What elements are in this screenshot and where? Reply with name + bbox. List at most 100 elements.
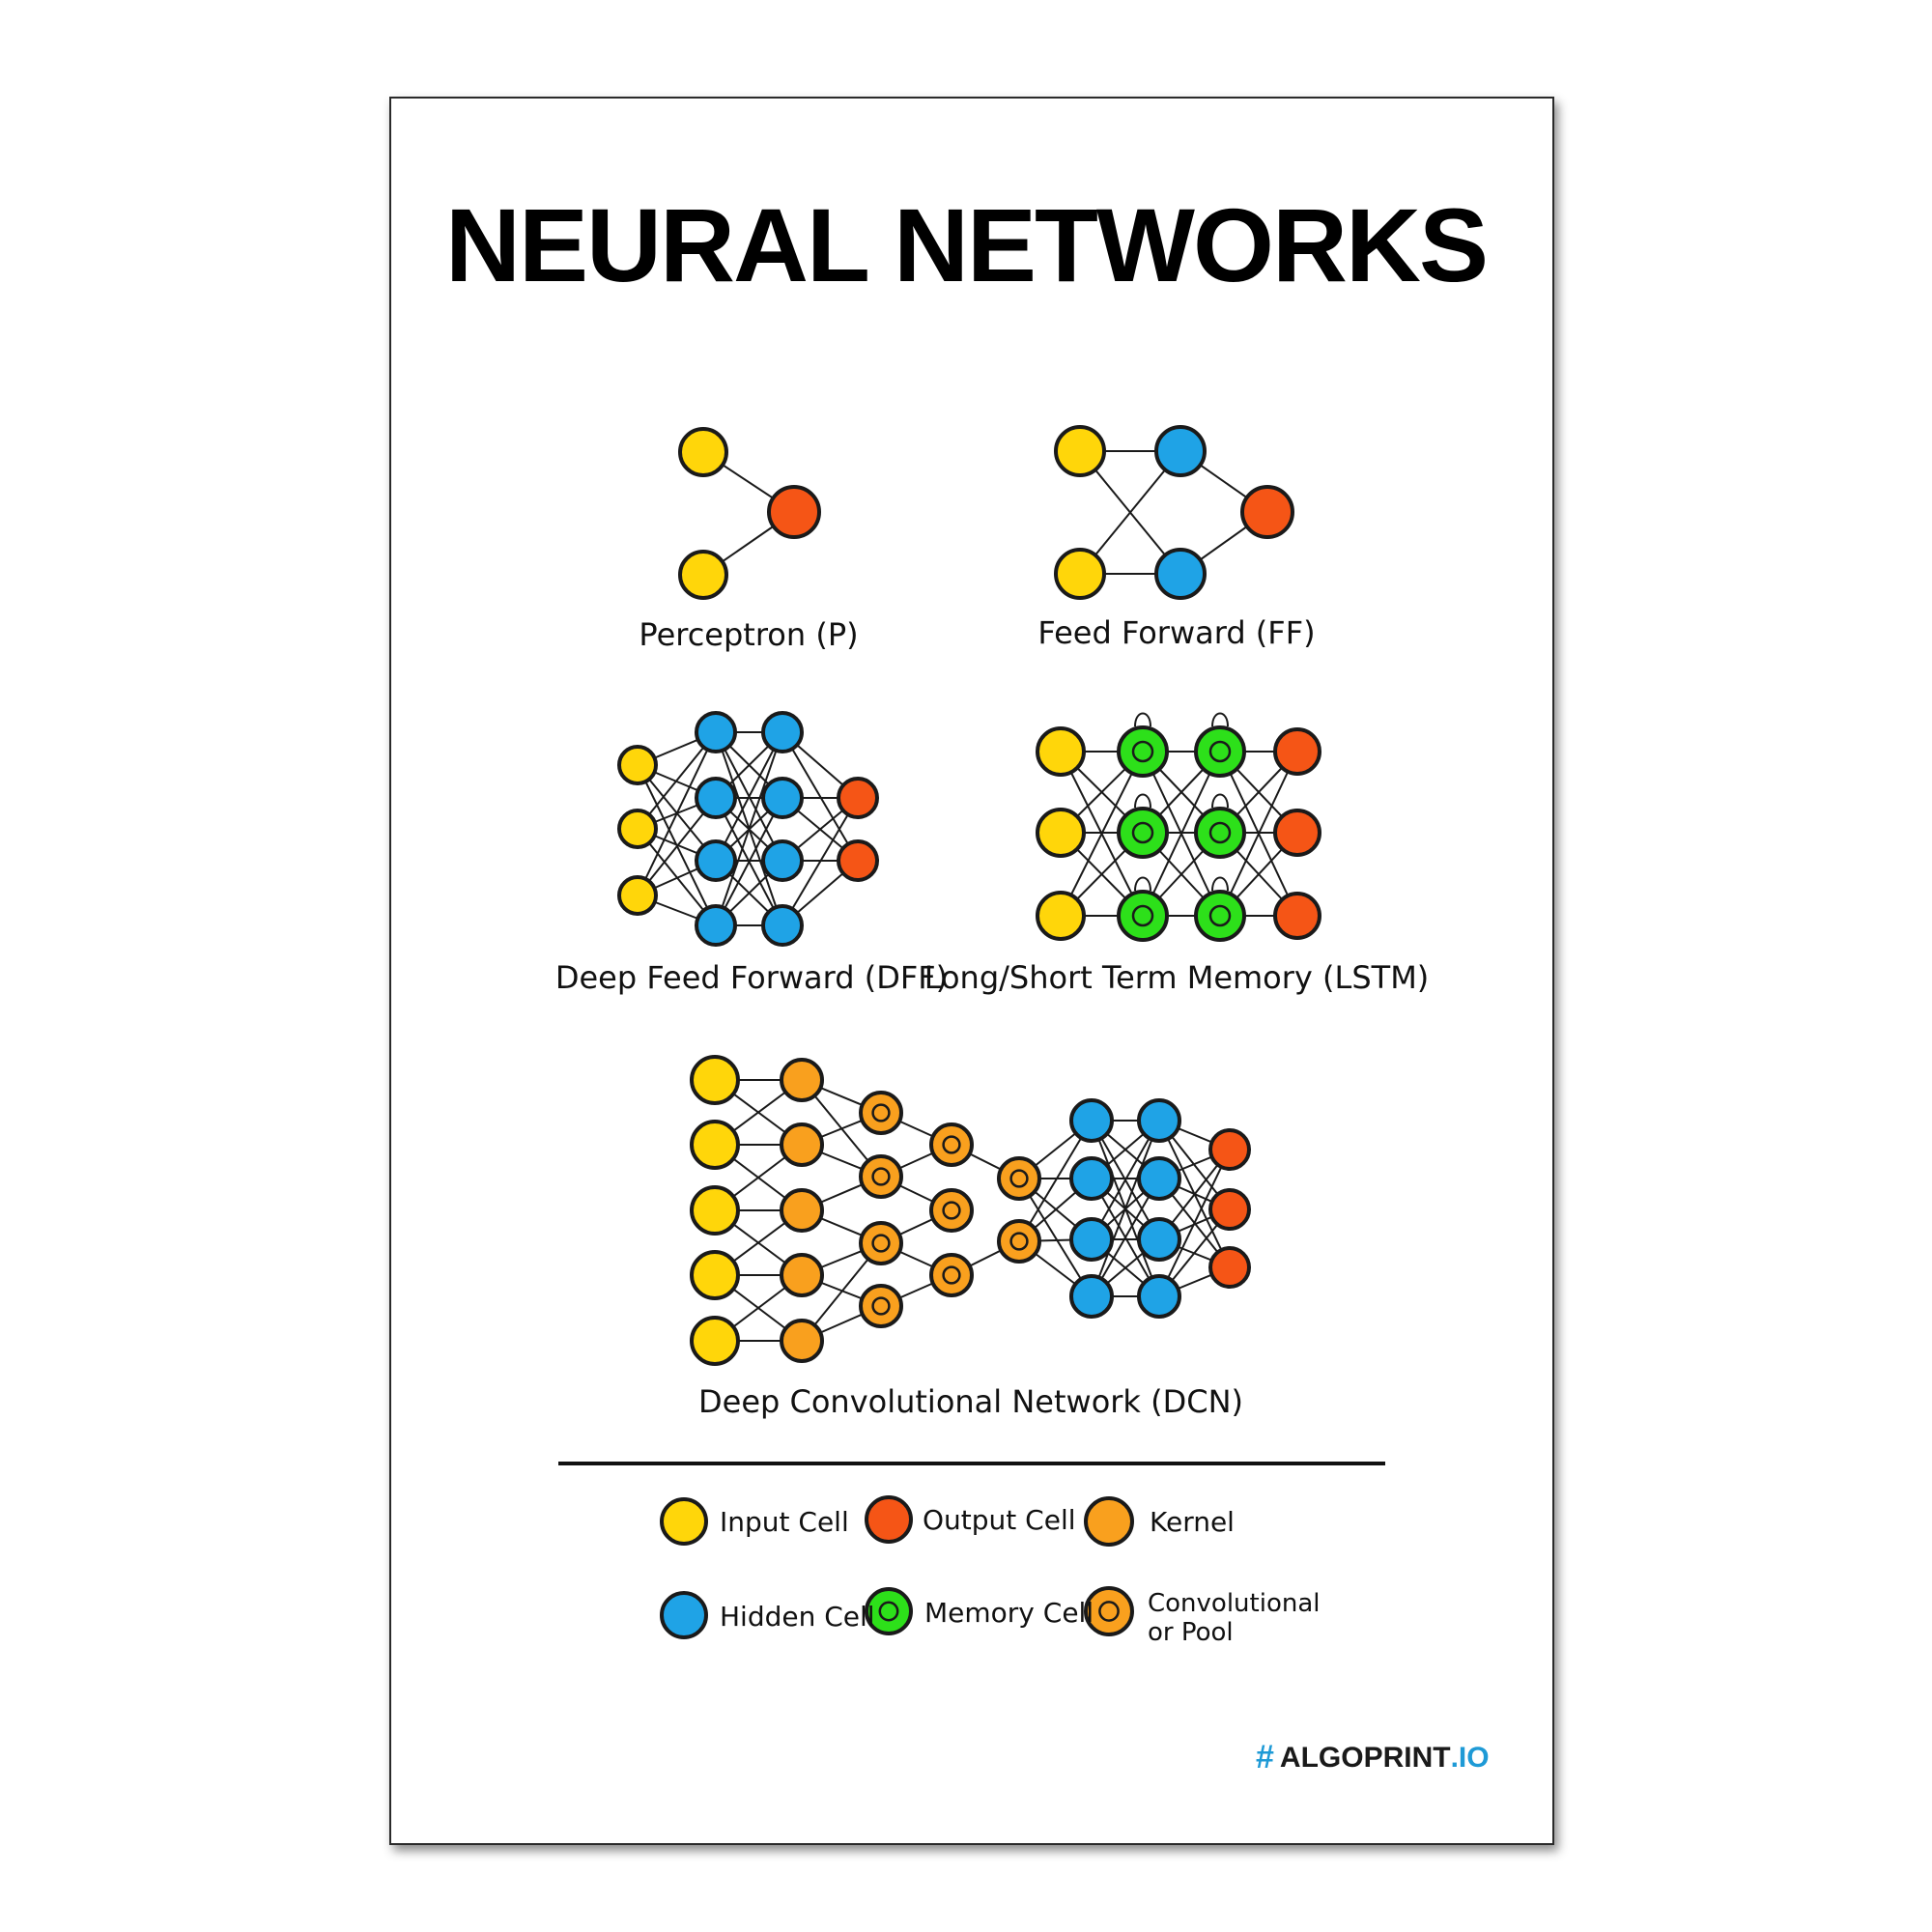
perceptron-input-node bbox=[678, 550, 728, 600]
dcn-pool-node bbox=[997, 1219, 1041, 1264]
connection-line bbox=[1079, 450, 1181, 575]
legend-input-label: Input Cell bbox=[720, 1506, 849, 1538]
dcn-hidden-node bbox=[1137, 1156, 1181, 1201]
dcn-conv-node bbox=[929, 1253, 974, 1297]
memory-self-loop bbox=[1134, 793, 1151, 809]
memory-self-loop bbox=[1211, 793, 1229, 809]
perceptron-output-node bbox=[767, 485, 821, 539]
perceptron-input-node bbox=[678, 427, 728, 477]
poster-sheet bbox=[389, 97, 1554, 1845]
legend-hidden-label: Hidden Cell bbox=[720, 1601, 875, 1633]
connection-line bbox=[1091, 1120, 1160, 1297]
connection-line bbox=[781, 797, 859, 926]
dcn-kernel-node bbox=[780, 1253, 824, 1297]
connection-line bbox=[1091, 1120, 1160, 1240]
dff-label: Deep Feed Forward (DFF) bbox=[555, 959, 948, 996]
dcn-hidden-node bbox=[1069, 1274, 1114, 1319]
legend-memory-label: Memory Cell bbox=[924, 1597, 1094, 1629]
dff-output-node bbox=[837, 839, 879, 882]
dcn-conv-node bbox=[859, 1154, 903, 1199]
connection-line bbox=[715, 731, 783, 926]
dff-hidden-node bbox=[695, 839, 737, 882]
perceptron-label: Perceptron (P) bbox=[639, 616, 858, 653]
connection-line bbox=[1060, 751, 1144, 917]
lstm-output-node bbox=[1273, 892, 1321, 940]
lstm-input-node bbox=[1036, 726, 1086, 777]
dcn-kernel-node bbox=[780, 1188, 824, 1233]
connection-line bbox=[1091, 1178, 1160, 1297]
lstm-label: Long/Short Term Memory (LSTM) bbox=[924, 959, 1430, 996]
lstm-input-node bbox=[1036, 808, 1086, 858]
legend-swatches bbox=[660, 1495, 1134, 1639]
dcn-label: Deep Convolutional Network (DCN) bbox=[698, 1383, 1243, 1420]
ff-hidden-node bbox=[1154, 425, 1207, 477]
brand-domain: .IO bbox=[1450, 1741, 1490, 1774]
dff-hidden-node bbox=[761, 839, 804, 882]
legend-conv-label-line2: or Pool bbox=[1148, 1618, 1234, 1647]
dcn-output-node bbox=[1208, 1128, 1251, 1171]
dff-input-node bbox=[617, 745, 658, 785]
brand-name: ALGOPRINT bbox=[1279, 1741, 1451, 1774]
ff-input-node bbox=[1054, 548, 1106, 600]
legend-output-label: Output Cell bbox=[923, 1504, 1076, 1536]
ff-label: Feed Forward (FF) bbox=[1037, 614, 1315, 651]
brand-logo: # ALGOPRINT .IO bbox=[1256, 1739, 1490, 1776]
dcn-conv-node bbox=[929, 1188, 974, 1233]
dcn-kernel-node bbox=[780, 1122, 824, 1167]
dcn-input-node bbox=[690, 1316, 740, 1366]
lstm-memory-node bbox=[1117, 725, 1169, 778]
ff-hidden-node bbox=[1154, 548, 1207, 600]
dff-hidden-node bbox=[761, 904, 804, 947]
dcn-conv-node bbox=[859, 1221, 903, 1265]
dcn-hidden-node bbox=[1069, 1156, 1114, 1201]
legend-kernel-swatch bbox=[1084, 1496, 1134, 1547]
dcn-input-node bbox=[690, 1055, 740, 1105]
dff-hidden-node bbox=[695, 777, 737, 819]
page-title: NEURAL NETWORKS bbox=[444, 186, 1489, 303]
lstm-output-node bbox=[1273, 809, 1321, 857]
dcn-hidden-node bbox=[1069, 1217, 1114, 1262]
dcn-output-node bbox=[1208, 1246, 1251, 1289]
connection-line bbox=[781, 731, 859, 862]
lstm-memory-node bbox=[1194, 807, 1246, 859]
lstm-memory-node bbox=[1194, 890, 1246, 942]
lstm-input-node bbox=[1036, 891, 1086, 941]
dcn-conv-node bbox=[859, 1091, 903, 1135]
dff-input-node bbox=[617, 809, 658, 849]
legend-output-swatch bbox=[865, 1495, 913, 1544]
legend-conv-label-line1: Convolutional bbox=[1148, 1589, 1321, 1618]
legend-memory-swatch bbox=[865, 1587, 913, 1635]
dcn-kernel-node bbox=[780, 1058, 824, 1102]
connection-line bbox=[1018, 1120, 1093, 1242]
dcn-pool-node bbox=[997, 1156, 1041, 1201]
dcn-conv-node bbox=[929, 1122, 974, 1167]
dcn-conv-node bbox=[859, 1284, 903, 1328]
memory-self-loop bbox=[1134, 712, 1151, 727]
legend-input-swatch bbox=[660, 1497, 708, 1546]
connection-line bbox=[1158, 1149, 1231, 1297]
dff-input-node bbox=[617, 875, 658, 916]
ff-output-node bbox=[1240, 485, 1294, 539]
lstm-memory-node bbox=[1117, 807, 1169, 859]
hash-grid-icon: # bbox=[1256, 1739, 1274, 1776]
memory-self-loop bbox=[1134, 876, 1151, 892]
connection-line bbox=[637, 731, 717, 896]
legend-conv-swatch bbox=[1084, 1586, 1134, 1636]
dcn-input-node bbox=[690, 1250, 740, 1300]
ff-input-node bbox=[1054, 425, 1106, 477]
network-nodes bbox=[617, 425, 1321, 1366]
connection-line bbox=[1219, 751, 1298, 917]
dcn-input-node bbox=[690, 1185, 740, 1236]
lstm-output-node bbox=[1273, 727, 1321, 776]
connection-line bbox=[715, 797, 783, 926]
dcn-output-node bbox=[1208, 1188, 1251, 1231]
memory-self-loop bbox=[1211, 712, 1229, 727]
lstm-memory-node bbox=[1117, 890, 1169, 942]
dcn-hidden-node bbox=[1069, 1098, 1114, 1143]
dff-hidden-node bbox=[695, 904, 737, 947]
legend-kernel-label: Kernel bbox=[1150, 1506, 1235, 1538]
connection-line bbox=[1018, 1178, 1093, 1297]
connection-line bbox=[1142, 751, 1221, 917]
legend-hidden-swatch bbox=[660, 1591, 708, 1639]
